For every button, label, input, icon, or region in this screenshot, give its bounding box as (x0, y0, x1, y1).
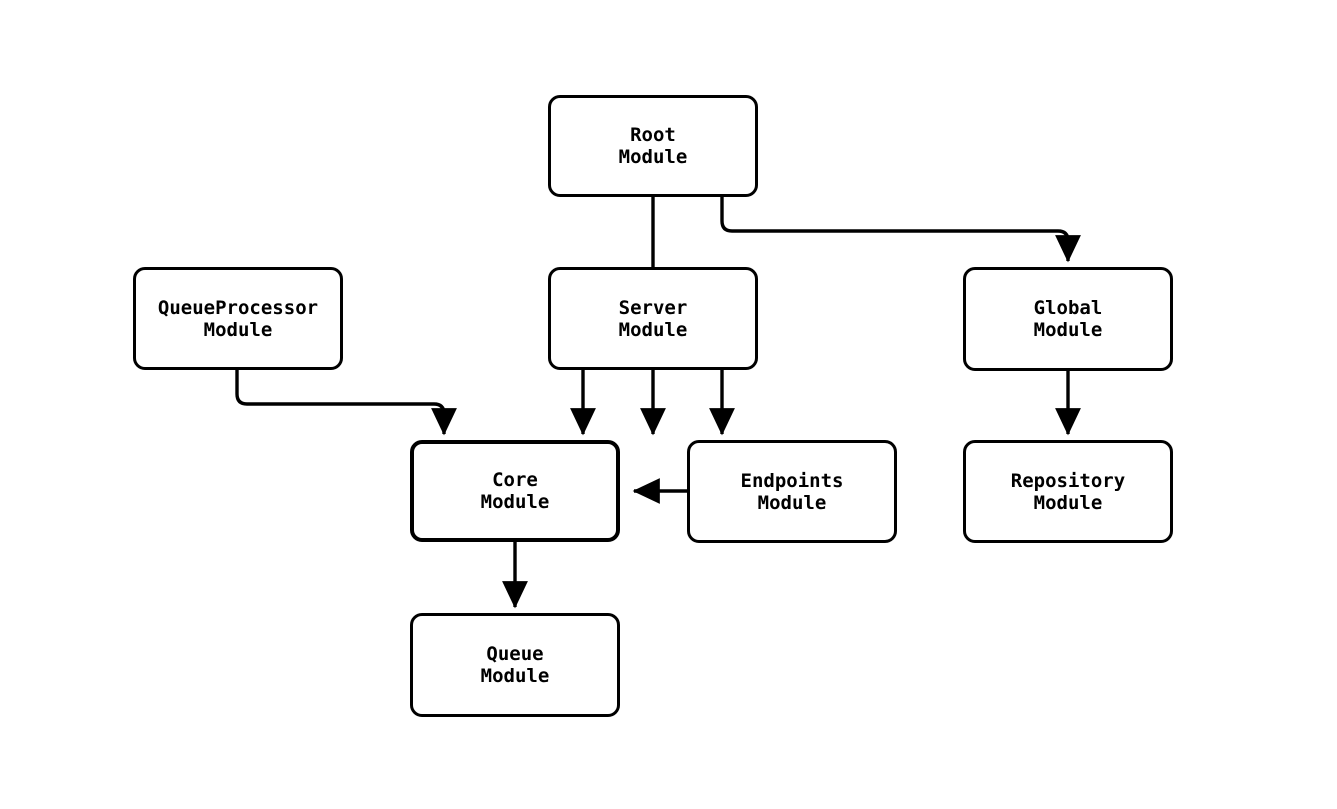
edge-root-global (720, 197, 1081, 263)
edge-queueprocessor-core (235, 370, 457, 436)
node-repository-label-line1: Repository (1010, 469, 1126, 492)
node-root-label-line1: Root (630, 124, 676, 146)
node-core[interactable]: Core Module (410, 440, 620, 542)
node-queueprocessor[interactable]: QueueProcessor Module (133, 267, 343, 370)
node-global-label-line1: Global (1033, 297, 1103, 319)
node-core-label-line2: Module (480, 491, 550, 513)
node-global-label-line2: Module (1033, 319, 1103, 341)
node-global[interactable]: Global Module (963, 267, 1173, 371)
node-endpoints[interactable]: Endpoints Module (687, 440, 897, 543)
node-queueprocessor-label-line1: QueueProcessor (157, 296, 319, 319)
node-root-label-line2: Module (618, 146, 688, 168)
node-endpoints-label-line1: Endpoints (740, 469, 844, 492)
node-queue-label-line2: Module (480, 665, 550, 687)
node-queue-label-line1: Queue (486, 643, 544, 665)
node-repository-label-line2: Module (1033, 491, 1103, 514)
node-server-label-line2: Module (618, 318, 688, 341)
node-root[interactable]: Root Module (548, 95, 758, 197)
node-queue[interactable]: Queue Module (410, 613, 620, 717)
node-repository[interactable]: Repository Module (963, 440, 1173, 543)
node-core-label-line1: Core (492, 469, 538, 491)
node-queueprocessor-label-line2: Module (203, 318, 273, 341)
node-server-label-line1: Server (618, 296, 688, 319)
node-server[interactable]: Server Module (548, 267, 758, 370)
node-endpoints-label-line2: Module (757, 491, 827, 514)
